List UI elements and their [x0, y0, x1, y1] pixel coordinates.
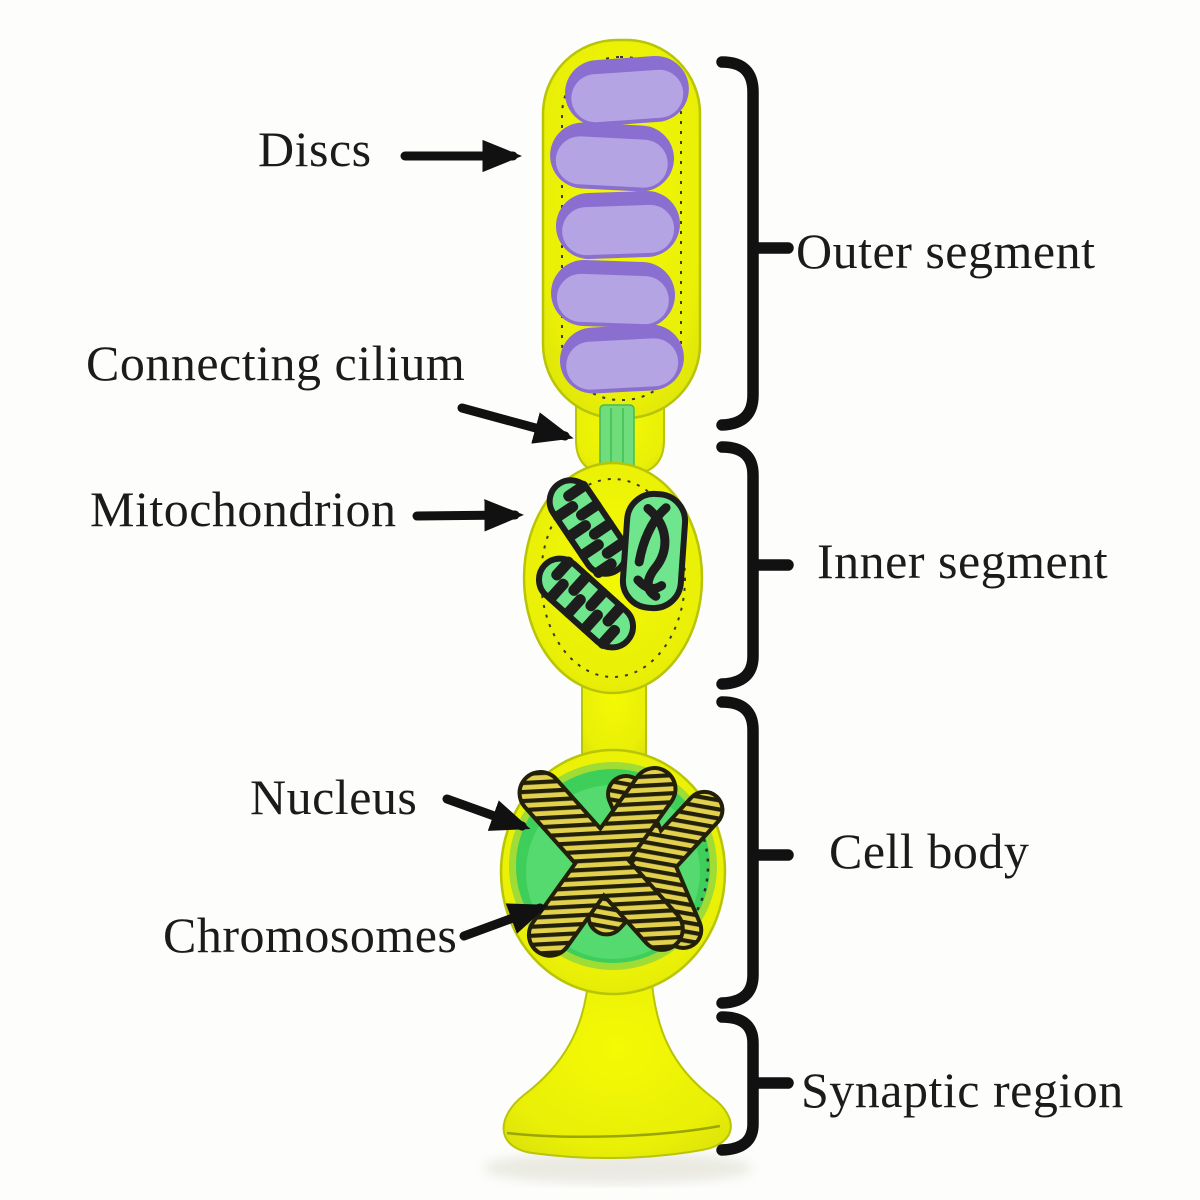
label-synaptic-region: Synaptic region — [801, 1062, 1124, 1118]
label-cell-body: Cell body — [829, 823, 1030, 879]
disc — [565, 55, 689, 127]
label-discs: Discs — [258, 121, 372, 177]
disc — [555, 190, 680, 260]
mitochondrion-shape — [535, 555, 637, 651]
arrow-mitochondrion — [412, 499, 524, 532]
nucleus-dashed-membrane — [685, 811, 710, 928]
label-nucleus: Nucleus — [250, 769, 418, 825]
inner-segment-dashed-membrane — [540, 478, 686, 678]
ground-shadow — [483, 1152, 753, 1184]
label-outer-segment: Outer segment — [796, 223, 1096, 279]
label-chromosomes: Chromosomes — [163, 907, 458, 963]
bracket-cell-body — [716, 696, 794, 1009]
discs-stack — [550, 55, 689, 394]
arrow-connecting-cilium — [457, 403, 574, 444]
mitochondrion-cristae — [552, 480, 628, 578]
mitochondrion-cristae — [633, 503, 671, 601]
disc — [550, 122, 675, 192]
arrow-chromosomes — [459, 903, 549, 941]
label-inner-segment: Inner segment — [817, 533, 1109, 589]
annotation-arrows — [400, 139, 574, 941]
synaptic-foot-seam — [506, 1124, 721, 1138]
mitochondrion-cristae — [545, 556, 626, 649]
label-mitochondrion: Mitochondrion — [90, 481, 397, 537]
arrow-nucleus — [442, 794, 531, 831]
chromosome-shape — [517, 766, 685, 958]
outer-segment-dashed-membrane — [561, 56, 682, 401]
label-connecting-cilium: Connecting cilium — [86, 335, 466, 391]
mitochondrion-shape — [546, 477, 630, 578]
disc — [551, 259, 676, 329]
mitochondrion-shape — [619, 490, 689, 612]
synaptic-foot-shape — [502, 969, 732, 1160]
disc — [559, 324, 684, 394]
cell-model — [499, 38, 732, 1160]
bracket-inner-segment — [716, 441, 794, 690]
chromosomes-group — [517, 766, 725, 958]
region-brackets — [716, 56, 794, 1156]
bracket-synaptic-region — [716, 1011, 794, 1156]
bracket-outer-segment — [716, 56, 794, 431]
